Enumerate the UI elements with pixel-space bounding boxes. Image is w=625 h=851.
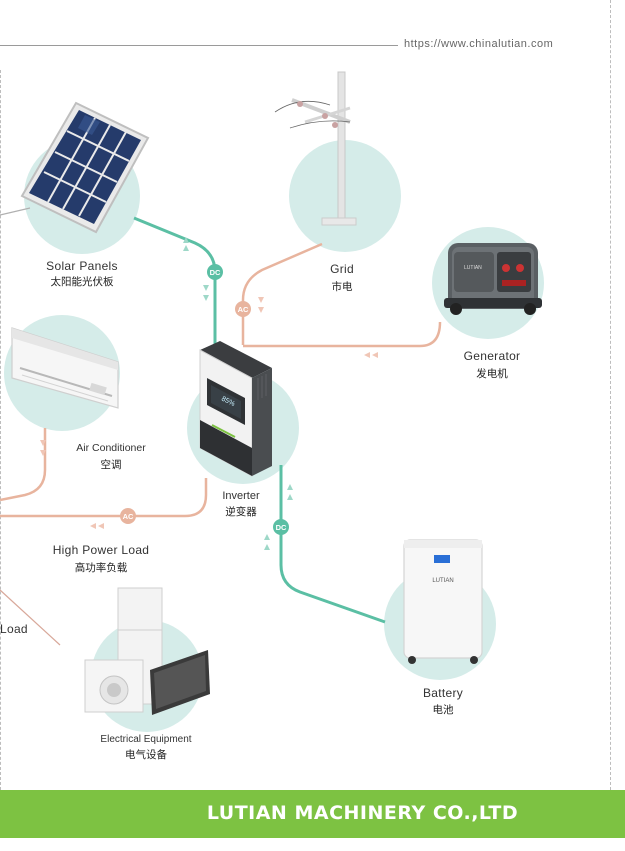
company-name: LUTIAN MACHINERY CO.,LTD	[206, 802, 519, 824]
ac-line-generator	[243, 321, 442, 348]
ac-line-aircon	[0, 428, 47, 502]
solar-panel-image	[20, 101, 150, 234]
dc-badge-battery: DC	[273, 519, 289, 535]
generator-brand-text: LUTIAN	[464, 265, 482, 271]
equipment-label-cn: 电气设备	[125, 749, 167, 761]
left-border	[0, 70, 1, 790]
air-conditioner-image	[11, 327, 119, 409]
grid-label-en: Grid	[330, 262, 354, 276]
generator-label-en: Generator	[463, 349, 521, 363]
inverter-label-en: Inverter	[222, 490, 260, 502]
ac-line-grid	[241, 242, 323, 345]
website-url[interactable]: https://www.chinalutian.com	[404, 38, 554, 50]
load-label-en: Load	[0, 622, 28, 636]
solar-label-en: Solar Panels	[46, 259, 118, 273]
dc-badge-battery-text: DC	[276, 523, 287, 532]
ac-badge-load-text: AC	[123, 512, 134, 521]
highload-label-cn: 高功率负载	[74, 562, 128, 574]
ac-arrows	[40, 297, 378, 529]
bottom-margin	[0, 838, 625, 851]
ac-badge-grid-text: AC	[238, 305, 249, 314]
equipment-label-en: Electrical Equipment	[100, 734, 192, 745]
dc-arrows	[183, 237, 293, 550]
aircon-label-en: Air Conditioner	[76, 442, 146, 454]
battery-label-en: Battery	[422, 686, 464, 700]
inverter-label-cn: 逆变器	[225, 506, 257, 518]
grid-label-cn: 市电	[331, 281, 353, 293]
battery-label-cn: 电池	[432, 704, 454, 716]
generator-label-cn: 发电机	[476, 368, 508, 380]
solar-label-cn: 太阳能光伏板	[50, 276, 114, 288]
right-border	[610, 0, 611, 790]
diagram-canvas: DC AC AC DC	[0, 71, 544, 732]
dc-badge-solar-text: DC	[210, 268, 221, 277]
ac-badge-grid: AC	[235, 301, 251, 317]
battery-brand-text: LUTIAN	[432, 578, 453, 584]
footer-band	[0, 790, 625, 838]
electrical-equipment-image	[84, 587, 210, 715]
ac-line-highload	[0, 478, 208, 518]
generator-image: LUTIAN	[444, 243, 542, 315]
dc-badge-solar: DC	[207, 264, 223, 280]
battery-image: LUTIAN	[403, 539, 483, 664]
inverter-image: 85%	[199, 341, 272, 477]
load-side-line	[0, 589, 61, 646]
utility-pole-image	[274, 71, 357, 226]
ac-badge-load: AC	[120, 508, 136, 524]
dc-line-battery	[279, 465, 386, 624]
ac-lines	[0, 207, 442, 646]
header-rule	[0, 45, 398, 46]
dc-line-solar	[133, 216, 217, 345]
solar-side-line	[0, 207, 31, 216]
aircon-label-cn: 空调	[100, 459, 122, 471]
highload-label-en: High Power Load	[52, 543, 150, 557]
